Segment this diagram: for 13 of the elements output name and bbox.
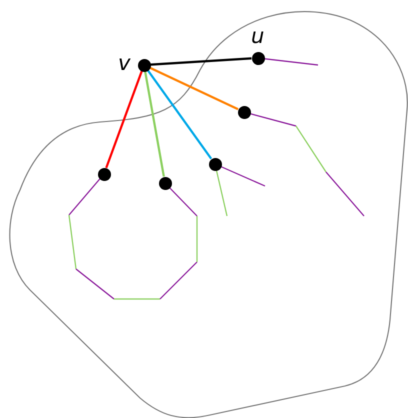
graph-edge xyxy=(150,57,252,66)
vertex-label: v xyxy=(118,53,130,74)
vertex-dot xyxy=(158,176,172,190)
graph-edge xyxy=(105,70,143,168)
vertex-dot xyxy=(252,52,264,64)
vertex-dot xyxy=(138,58,150,72)
graph-edge xyxy=(146,70,212,160)
graph-edge xyxy=(149,66,239,110)
vertex-dot xyxy=(208,158,222,170)
vertex-label: u xyxy=(251,26,264,47)
vertex-dot xyxy=(98,168,110,180)
vertex-dot xyxy=(238,106,250,118)
graph-edge xyxy=(144,71,165,177)
